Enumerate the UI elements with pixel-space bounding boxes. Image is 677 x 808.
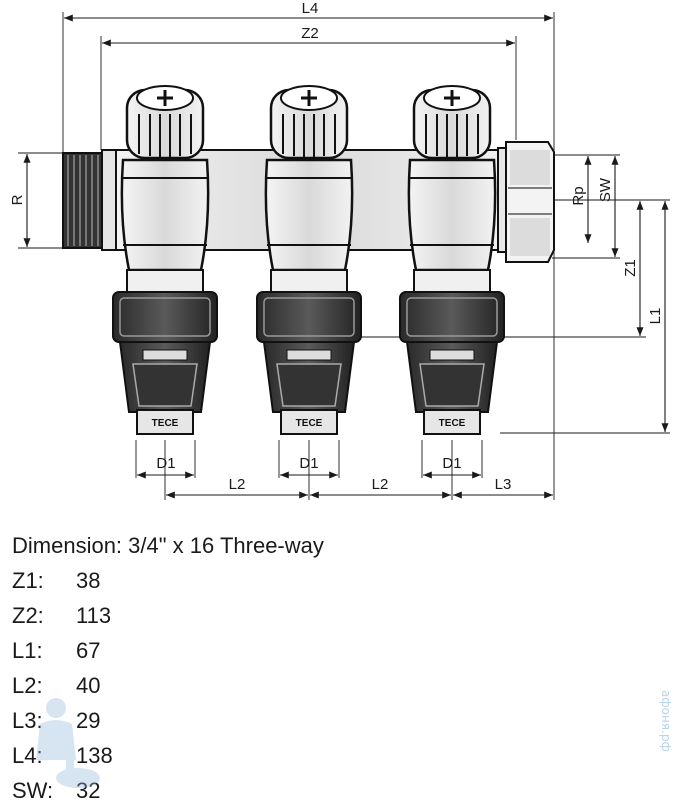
spec-value: 138 — [76, 743, 113, 768]
label-z2: Z2 — [301, 25, 319, 42]
label-l3: L3 — [495, 476, 512, 493]
spec-value: 32 — [76, 778, 101, 803]
watermark-text: афоня.рф — [659, 690, 673, 752]
valve-knob — [412, 85, 492, 160]
dimension-labels: L4 Z2 R Rp SW Z1 L1 D1 D1 D1 L2 L2 L3 — [9, 0, 664, 493]
dimension-lines — [23, 14, 669, 499]
label-l2-1: L2 — [229, 476, 246, 493]
spec-row: L4: 138 — [12, 738, 432, 773]
specs-title: Dimension: 3/4" x 16 Three-way — [12, 533, 324, 558]
brand-mark: TECE — [296, 418, 323, 429]
label-sw: SW — [597, 177, 614, 202]
label-d1-2: D1 — [299, 455, 318, 472]
valve-knob — [269, 85, 349, 160]
spec-key: L4: — [12, 743, 43, 768]
press-fitting: TECE — [399, 291, 505, 435]
spec-value: 113 — [76, 603, 112, 628]
valve-knob — [125, 85, 205, 160]
press-fitting: TECE — [256, 291, 362, 435]
spec-row: Z1: 38 — [12, 563, 432, 598]
brand-mark: TECE — [439, 418, 466, 429]
label-l2-2: L2 — [372, 476, 389, 493]
spec-row: SW: 32 — [12, 773, 432, 808]
spec-key: L2: — [12, 673, 43, 698]
outlet-3: TECE — [399, 85, 505, 435]
spec-key: L3: — [12, 708, 43, 733]
manifold-drawing: TECE TECE — [9, 0, 670, 500]
label-r: R — [9, 194, 26, 205]
spec-row: L3: 29 — [12, 703, 432, 738]
spec-value: 67 — [76, 638, 101, 663]
label-d1-1: D1 — [156, 455, 175, 472]
spec-value: 40 — [76, 673, 101, 698]
spec-row: L1: 67 — [12, 633, 432, 668]
outlet-1: TECE — [112, 85, 218, 435]
label-rp: Rp — [570, 186, 587, 205]
spec-value: 29 — [76, 708, 101, 733]
spec-key: L1: — [12, 638, 43, 663]
spec-row: L2: 40 — [12, 668, 432, 703]
label-l4: L4 — [302, 0, 319, 17]
specs-table: Dimension: 3/4" x 16 Three-way Z1: 38 Z2… — [12, 528, 432, 808]
watermark-plumber-icon — [36, 698, 100, 788]
spec-value: 38 — [76, 568, 101, 593]
label-l1: L1 — [647, 308, 664, 325]
press-fitting: TECE — [112, 291, 218, 435]
label-d1-3: D1 — [442, 455, 461, 472]
spec-key: SW: — [12, 778, 54, 803]
spec-key: Z1: — [12, 568, 44, 593]
spec-key: Z2: — [12, 603, 44, 628]
brand-mark: TECE — [152, 418, 179, 429]
label-z1: Z1 — [622, 259, 639, 277]
spec-row: Z2: 113 — [12, 598, 432, 633]
outlet-2: TECE — [256, 85, 362, 435]
male-thread-end — [62, 149, 117, 251]
female-hex-end — [497, 141, 555, 263]
